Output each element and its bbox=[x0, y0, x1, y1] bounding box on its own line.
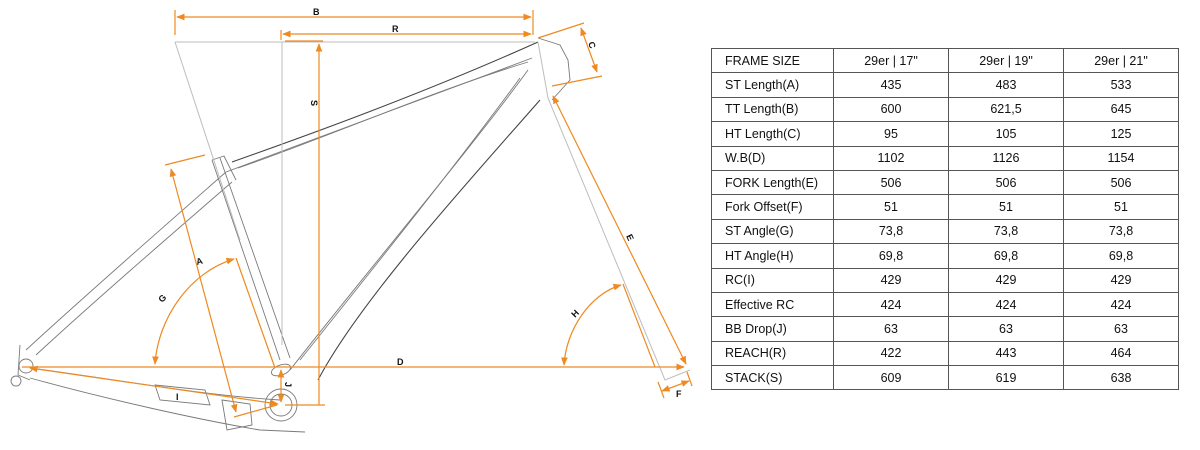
row-value: 424 bbox=[1063, 291, 1179, 318]
row-label: HT Length(C) bbox=[711, 121, 834, 147]
row-value: 443 bbox=[948, 340, 1064, 367]
row-value: 506 bbox=[1063, 169, 1179, 196]
dimension-e: E bbox=[552, 95, 687, 365]
label-f: F bbox=[676, 389, 682, 399]
geometry-table: FRAME SIZE 29er | 17" 29er | 19" 29er | … bbox=[711, 47, 1179, 391]
row-value: 69,8 bbox=[1063, 243, 1179, 269]
row-value: 429 bbox=[833, 267, 949, 293]
row-value: 69,8 bbox=[948, 243, 1064, 269]
row-label: RC(I) bbox=[711, 267, 834, 293]
table-header-row: FRAME SIZE 29er | 17" 29er | 19" 29er | … bbox=[711, 47, 1179, 74]
row-value: 483 bbox=[948, 72, 1064, 98]
row-label: Effective RC bbox=[711, 291, 834, 318]
row-value: 51 bbox=[1063, 194, 1179, 220]
header-size-19: 29er | 19" bbox=[948, 47, 1064, 74]
row-value: 1102 bbox=[833, 145, 949, 171]
row-value: 73,8 bbox=[833, 218, 949, 245]
label-r: R bbox=[392, 24, 399, 34]
row-label: BB Drop(J) bbox=[711, 316, 834, 342]
dimension-g: G bbox=[152, 257, 276, 369]
dimension-i: I bbox=[29, 365, 279, 407]
dimension-a: A bbox=[164, 154, 278, 418]
row-label: W.B(D) bbox=[711, 145, 834, 171]
row-value: 600 bbox=[833, 96, 949, 123]
row-value: 429 bbox=[948, 267, 1064, 293]
header-size-17: 29er | 17" bbox=[833, 47, 949, 74]
row-value: 621,5 bbox=[948, 96, 1064, 123]
row-value: 424 bbox=[948, 291, 1064, 318]
row-value: 464 bbox=[1063, 340, 1179, 367]
row-value: 51 bbox=[833, 194, 949, 220]
row-value: 609 bbox=[833, 365, 949, 391]
row-label: TT Length(B) bbox=[711, 96, 834, 123]
row-value: 63 bbox=[833, 316, 949, 342]
bike-frame-outline bbox=[10, 37, 571, 433]
row-value: 51 bbox=[948, 194, 1064, 220]
dimension-h: H bbox=[561, 283, 656, 368]
header-size-21: 29er | 21" bbox=[1063, 47, 1179, 74]
row-value: 638 bbox=[1063, 365, 1179, 391]
row-value: 435 bbox=[833, 72, 949, 98]
row-label: ST Length(A) bbox=[711, 72, 834, 98]
row-value: 125 bbox=[1063, 121, 1179, 147]
row-value: 63 bbox=[948, 316, 1064, 342]
label-s: S bbox=[309, 100, 319, 106]
row-label: FORK Length(E) bbox=[711, 169, 834, 196]
label-g: G bbox=[156, 292, 168, 304]
row-value: 422 bbox=[833, 340, 949, 367]
dimension-j: J bbox=[277, 369, 293, 403]
row-value: 1154 bbox=[1063, 145, 1179, 171]
dimension-c: C bbox=[537, 22, 603, 87]
row-value: 506 bbox=[948, 169, 1064, 196]
row-value: 429 bbox=[1063, 267, 1179, 293]
dimension-b: B bbox=[174, 7, 534, 35]
row-label: STACK(S) bbox=[711, 365, 834, 391]
row-value: 95 bbox=[833, 121, 949, 147]
label-a: A bbox=[195, 255, 204, 266]
row-value: 105 bbox=[948, 121, 1064, 147]
row-label: REACH(R) bbox=[711, 340, 834, 367]
row-value: 506 bbox=[833, 169, 949, 196]
label-h: H bbox=[569, 308, 581, 320]
dimension-d: D bbox=[22, 357, 685, 371]
row-value: 645 bbox=[1063, 96, 1179, 123]
row-label: Fork Offset(F) bbox=[711, 194, 834, 220]
label-j: J bbox=[283, 382, 293, 387]
row-value: 63 bbox=[1063, 316, 1179, 342]
row-value: 424 bbox=[833, 291, 949, 318]
row-label: ST Angle(G) bbox=[711, 218, 834, 245]
row-value: 73,8 bbox=[948, 218, 1064, 245]
row-label: HT Angle(H) bbox=[711, 243, 834, 269]
dimension-r: R bbox=[280, 24, 532, 40]
row-value: 1126 bbox=[948, 145, 1064, 171]
reference-lines bbox=[174, 41, 691, 381]
label-b: B bbox=[313, 7, 320, 17]
row-value: 533 bbox=[1063, 72, 1179, 98]
row-value: 619 bbox=[948, 365, 1064, 391]
row-value: 69,8 bbox=[833, 243, 949, 269]
header-frame-size: FRAME SIZE bbox=[711, 47, 834, 74]
label-e: E bbox=[624, 233, 636, 243]
dimension-s: S bbox=[285, 40, 325, 406]
label-i: I bbox=[176, 392, 179, 402]
label-d: D bbox=[397, 357, 404, 367]
label-c: C bbox=[586, 40, 598, 50]
dimension-f: F bbox=[657, 371, 693, 399]
frame-geometry-diagram: B R S C E F D H bbox=[10, 7, 693, 433]
row-value: 73,8 bbox=[1063, 218, 1179, 245]
